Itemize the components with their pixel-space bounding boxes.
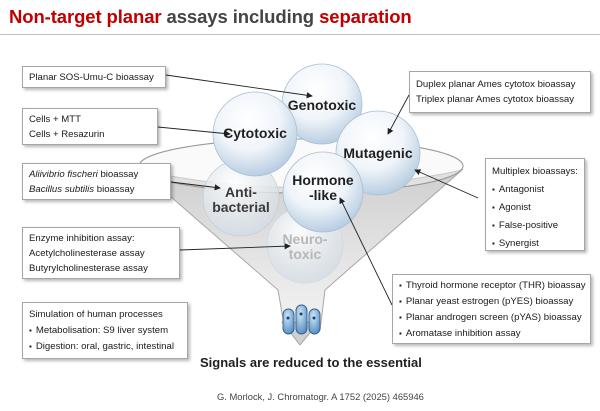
title-part-2: assays including xyxy=(161,6,320,27)
multiplex-item-false-positive: False-positive xyxy=(492,217,578,235)
enzyme-line-3: Butyrylcholinesterase assay xyxy=(29,263,148,274)
label-antibacterial-line-2: bacterial xyxy=(212,199,270,215)
connector-cells xyxy=(157,126,231,137)
simulation-item-2: Digestion: oral, gastric, intestinal xyxy=(29,339,181,355)
box-sos-umu: Planar SOS-Umu-C bioassay xyxy=(22,66,166,88)
sos-text: Planar SOS-Umu-C bioassay xyxy=(29,72,154,83)
bacteria-suffix-2: bioassay xyxy=(94,184,135,195)
hormone-item-aromatase: Aromatase inhibition assay xyxy=(399,326,584,342)
connector-multiplex xyxy=(414,169,479,199)
label-neurotoxic-line-2: toxic xyxy=(288,246,322,262)
label-hormone-line-2: -like xyxy=(308,187,337,203)
label-neurotoxic-line-1: Neuro- xyxy=(282,231,328,247)
sphere-cytotoxic xyxy=(212,91,298,177)
box-enzyme: Enzyme inhibition assay: Acetylcholinest… xyxy=(22,227,180,279)
box-hormone-assays: Thyroid hormone receptor (THR) bioassay … xyxy=(392,274,591,344)
enzyme-line-1: Enzyme inhibition assay: xyxy=(29,233,135,244)
connector-enzyme xyxy=(179,243,291,251)
connector-bacteria xyxy=(170,181,221,191)
ames-line-2: Triplex planar Ames cytotox bioassay xyxy=(416,94,575,105)
hormone-item-thr: Thyroid hormone receptor (THR) bioassay xyxy=(399,278,586,294)
slide-title: Non-target planar assays including separ… xyxy=(9,6,412,28)
hormone-item-pyes: Planar yeast estrogen (pYES) bioassay xyxy=(399,294,584,310)
bacteria-organism-1: Aliivibrio fischeri xyxy=(29,169,98,180)
simulation-item-1: Metabolisation: S9 liver system xyxy=(29,323,181,339)
label-antibacterial: Anti-bacterial xyxy=(201,185,281,215)
connector-hormone xyxy=(339,197,393,306)
connector-sos xyxy=(165,74,313,99)
bacteria-line-2: Bacillus subtilis bioassay xyxy=(29,182,164,197)
tagline: Signals are reduced to the essential xyxy=(200,355,422,370)
bacteria-suffix-1: bioassay xyxy=(97,169,139,180)
multiplex-item-agonist: Agonist xyxy=(492,199,578,217)
label-genotoxic: Genotoxic xyxy=(287,97,357,113)
hormone-item-pyas: Planar androgen screen (pYAS) bioassay xyxy=(399,310,584,326)
box-cells: Cells + MTT Cells + Resazurin xyxy=(22,108,158,145)
label-hormone-line-1: Hormone xyxy=(292,172,354,188)
citation: G. Morlock, J. Chromatogr. A 1752 (2025)… xyxy=(217,391,424,402)
multiplex-item-synergist: Synergist xyxy=(492,235,578,253)
enzyme-line-2: Acetylcholinesterase assay xyxy=(29,248,145,259)
title-divider xyxy=(0,34,600,35)
label-hormone-like: Hormone-like xyxy=(283,173,363,203)
box-ames: Duplex planar Ames cytotox bioassay Trip… xyxy=(409,71,591,113)
box-multiplex: Multiplex bioassays: Antagonist Agonist … xyxy=(485,158,585,251)
box-simulation: Simulation of human processes Metabolisa… xyxy=(22,302,188,359)
label-mutagenic: Mutagenic xyxy=(343,145,413,161)
ames-line-1: Duplex planar Ames cytotox bioassay xyxy=(416,79,576,90)
box-bacteria: Aliivibrio fischeri bioassay Bacillus su… xyxy=(22,163,171,200)
label-cytotoxic: Cytotoxic xyxy=(223,125,287,141)
bacteria-line-1: Aliivibrio fischeri bioassay xyxy=(29,167,164,182)
cells-line-1: Cells + MTT xyxy=(29,114,81,125)
multiplex-heading: Multiplex bioassays: xyxy=(492,166,578,177)
sphere-hormone xyxy=(282,151,364,233)
label-antibacterial-line-1: Anti- xyxy=(225,184,257,200)
connector-ames xyxy=(387,94,410,135)
title-part-1: Non-target planar xyxy=(9,6,162,27)
cell-illustration xyxy=(282,304,321,335)
label-neurotoxic: Neuro-toxic xyxy=(265,232,345,262)
bacteria-organism-2: Bacillus subtilis xyxy=(29,184,95,195)
title-part-3: separation xyxy=(319,6,412,27)
simulation-heading: Simulation of human processes xyxy=(29,309,163,320)
cells-line-2: Cells + Resazurin xyxy=(29,129,105,140)
multiplex-item-antagonist: Antagonist xyxy=(492,181,578,199)
